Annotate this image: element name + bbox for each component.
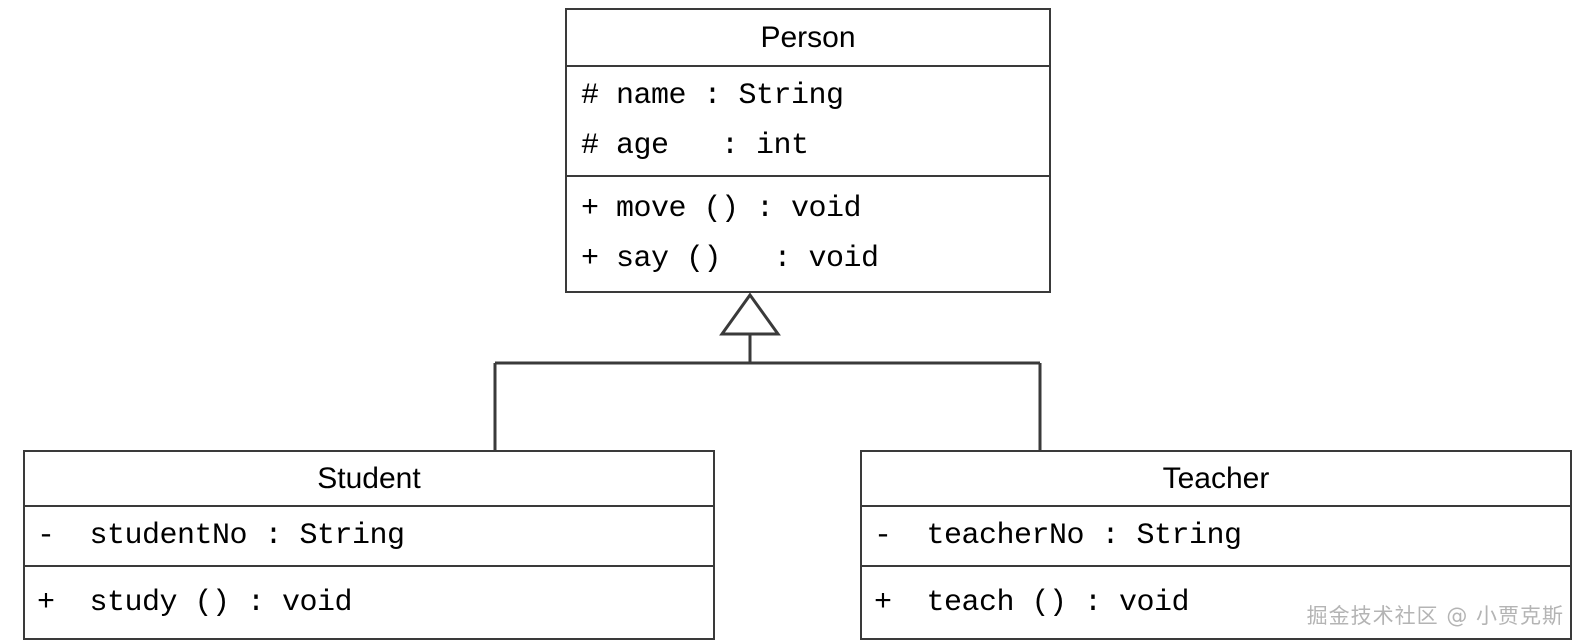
class-box-teacher[interactable]: Teacher - teacherNo : String + teach () … (860, 450, 1572, 640)
operations-compartment-student: + study () : void (25, 565, 713, 638)
attributes-compartment-student: - studentNo : String (25, 505, 713, 565)
class-name-person: Person (760, 20, 856, 54)
attribute-person-name: # name : String (581, 79, 844, 113)
class-name-teacher: Teacher (1162, 461, 1270, 495)
operation-person-move: + move () : void (581, 192, 862, 226)
class-box-person[interactable]: Person # name : String # age : int + mov… (565, 8, 1051, 293)
attribute-person-age: # age : int (581, 129, 809, 163)
attribute-student-studentno: - studentNo : String (37, 519, 405, 553)
attributes-compartment-person: # name : String # age : int (567, 65, 1049, 175)
attribute-teacher-teacherno: - teacherNo : String (874, 519, 1242, 553)
operation-person-say: + say () : void (581, 242, 879, 276)
class-box-student[interactable]: Student - studentNo : String + study () … (23, 450, 715, 640)
inheritance-arrowhead-icon (719, 292, 781, 336)
operations-compartment-person: + move () : void + say () : void (567, 175, 1049, 291)
operation-student-study: + study () : void (37, 585, 353, 620)
operations-compartment-teacher: + teach () : void 掘金技术社区 @ 小贾克斯 (862, 565, 1570, 638)
class-name-student: Student (317, 461, 421, 495)
attributes-compartment-teacher: - teacherNo : String (862, 505, 1570, 565)
operation-teacher-teach: + teach () : void (874, 585, 1190, 620)
watermark-text: 掘金技术社区 @ 小贾克斯 (1306, 604, 1564, 628)
